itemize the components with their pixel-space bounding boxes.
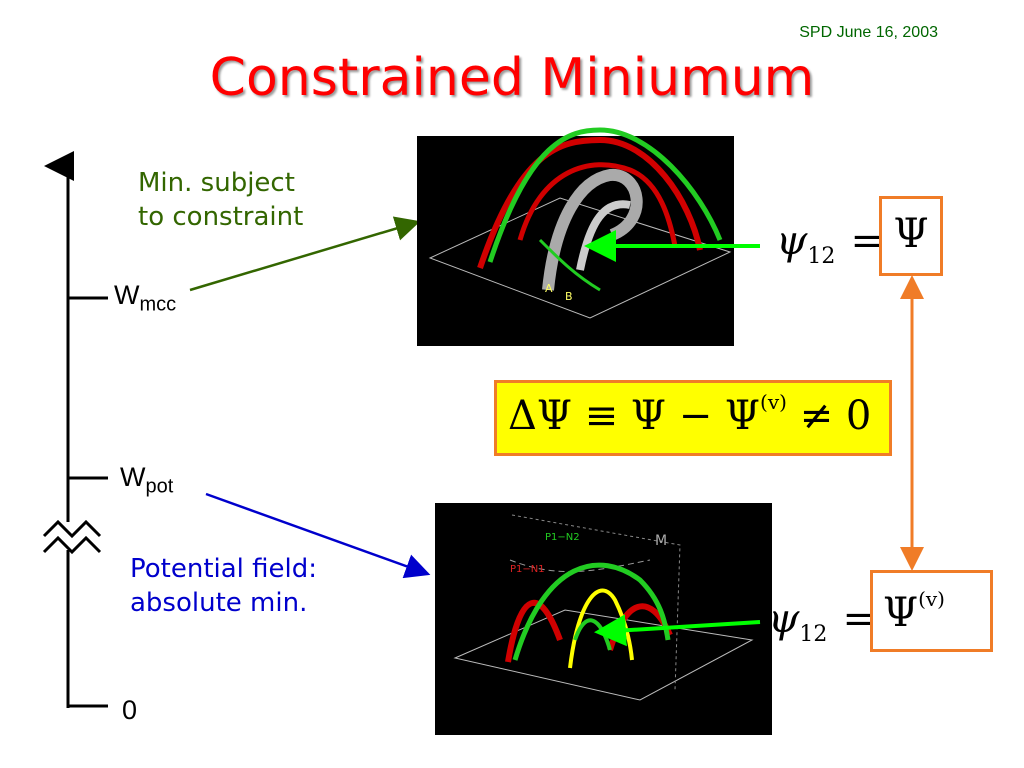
potential-note: Potential field: absolute min. <box>130 552 317 620</box>
axis-break-mark <box>42 519 102 539</box>
constraint-pointer <box>189 216 421 292</box>
top-psi-symbol: Ψ <box>893 211 929 257</box>
slide-title: Constrained Miniumum <box>209 48 815 108</box>
bottom-psi-sup: (v) <box>918 587 945 611</box>
constrained-minimum-plot: A B <box>417 127 734 346</box>
psi-symbol: ψ <box>776 218 808 264</box>
top-plot-label-a: A <box>545 282 553 295</box>
wpot-label: Wpot <box>120 462 174 498</box>
bottom-plot-label-p1n1: P1−N1 <box>510 564 545 575</box>
potential-note-line1: Potential field: <box>130 554 318 584</box>
potential-pointer <box>205 492 431 579</box>
bottom-psi-symbol: Ψ <box>883 590 919 636</box>
bottom-plot-label-m: M <box>655 533 667 549</box>
constraint-note: Min. subject to constraint <box>138 166 303 234</box>
constraint-note-line2: to constraint <box>138 202 304 232</box>
wmcc-label: Wmcc <box>114 280 177 316</box>
top-plot-label-b: B <box>565 290 573 303</box>
top-psi-box: Ψ <box>879 196 943 276</box>
constraint-note-line1: Min. subject <box>138 168 295 198</box>
delta-equation-box <box>494 380 892 456</box>
top-equation-lhs: ψ12 = <box>776 218 884 269</box>
psi-symbol-bottom: ψ <box>768 596 800 642</box>
delta-equation-sup: (v) <box>760 390 787 414</box>
psi-subscript-bottom: 12 <box>799 622 828 647</box>
psi-subscript: 12 <box>807 244 836 269</box>
delta-equation-main: ΔΨ ≡ Ψ − Ψ <box>508 393 761 439</box>
delta-equation: ΔΨ ≡ Ψ − Ψ(v) ≠ 0 <box>508 390 871 439</box>
bottom-psi-box: Ψ(v) <box>870 570 993 652</box>
bottom-plot-label-p1n2: P1−N2 <box>545 532 580 543</box>
bottom-plot-arrow <box>594 614 761 647</box>
potential-minimum-plot: P1−N2 P1−N1 M <box>435 503 772 735</box>
potential-note-line2: absolute min. <box>130 588 308 618</box>
axis-break-mark-2 <box>42 535 102 555</box>
zero-label: 0 <box>122 695 138 725</box>
delta-equation-neq: ≠ 0 <box>799 393 872 439</box>
equals-sign: = <box>850 218 884 264</box>
bottom-equation-lhs: ψ12 = <box>768 596 876 647</box>
header-date: SPD June 16, 2003 <box>799 24 938 41</box>
